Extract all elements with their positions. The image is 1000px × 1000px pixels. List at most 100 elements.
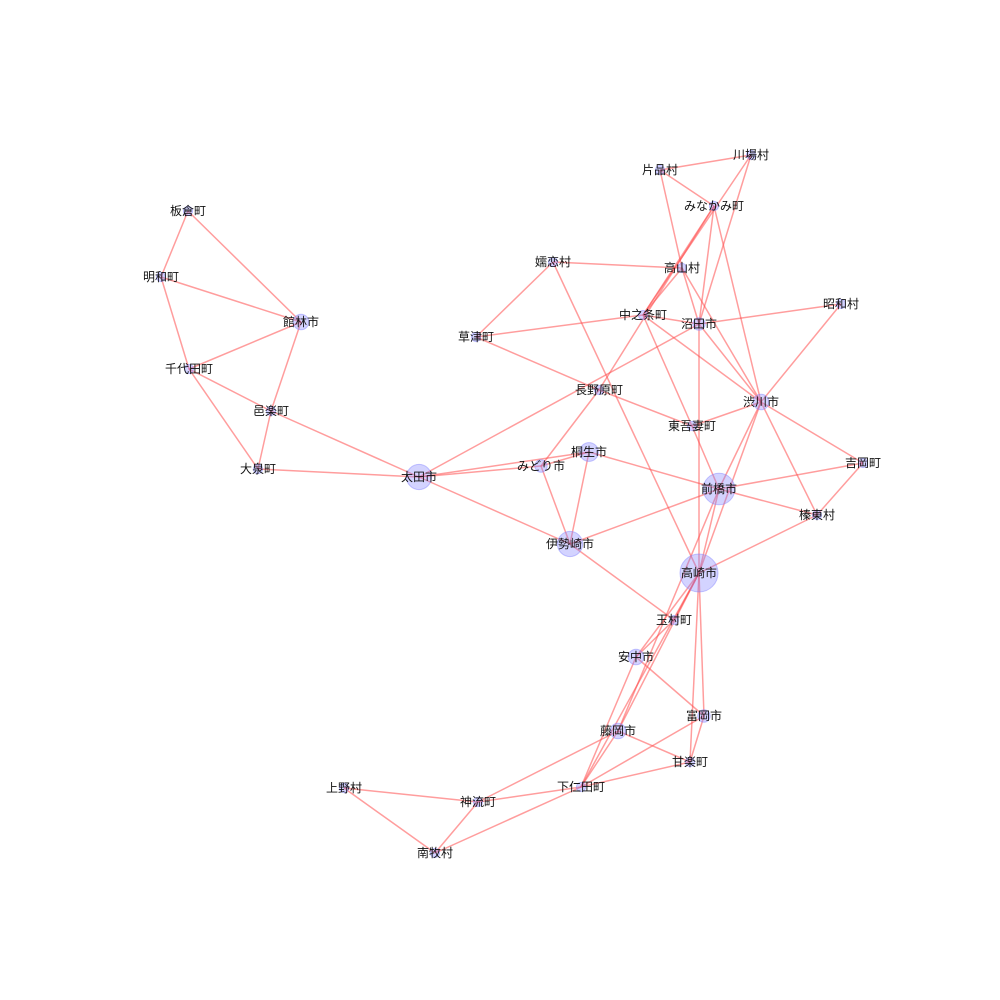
edge-katashina-minakami <box>659 169 715 207</box>
node-showa <box>835 298 847 310</box>
edge-takasaki-shinto <box>698 514 818 574</box>
node-minakami <box>708 200 720 212</box>
node-label-showa: 昭和村 <box>823 297 859 311</box>
node-label-fujioka: 藤岡市 <box>600 723 636 738</box>
edge-maebashi-yoshioka <box>718 462 864 490</box>
edge-naganohara-higashiagatsuma <box>598 389 693 427</box>
node-yoshioka <box>857 457 869 469</box>
node-label-midori: みどり市 <box>517 458 565 473</box>
edge-itakura-meiwa <box>160 210 189 278</box>
edge-ueno-kanna <box>343 787 479 803</box>
node-label-minakami: みなかみ町 <box>684 199 744 213</box>
node-label-nanmoku: 南牧村 <box>417 845 453 860</box>
edge-shibukawa-yoshioka <box>760 401 864 464</box>
edge-chiyoda-oizumi <box>188 368 259 470</box>
edge-layer <box>160 154 864 854</box>
edge-tatebayashi-ora <box>270 321 302 412</box>
edge-takayama-nakanojo <box>642 267 683 316</box>
edge-ota-isesaki <box>418 476 571 545</box>
edge-shibukawa-takayama <box>681 267 762 403</box>
node-label-shibukawa: 渋川市 <box>743 394 779 409</box>
node-label-takayama: 高山村 <box>664 260 700 275</box>
node-label-kanna: 神流町 <box>460 795 496 809</box>
edge-ora-oizumi <box>257 410 272 470</box>
node-kusatsu <box>470 331 482 343</box>
edge-meiwa-tatebayashi <box>160 276 302 323</box>
edge-isesaki-maebashi <box>569 488 720 545</box>
edge-numata-kawaba <box>698 154 752 325</box>
node-label-oizumi: 大泉町 <box>240 462 276 476</box>
edge-ota-midori <box>418 465 542 478</box>
edge-kusatsu-nakanojo <box>475 314 644 338</box>
edge-oizumi-ota <box>257 468 420 478</box>
node-kawaba <box>745 149 757 161</box>
edge-meiwa-chiyoda <box>160 276 190 370</box>
node-label-annaka: 安中市 <box>618 649 654 664</box>
edge-kusatsu-naganohara <box>475 336 600 391</box>
edge-fujioka-kanra <box>617 730 691 763</box>
edge-maebashi-higashiagatsuma <box>691 425 720 490</box>
node-label-ora: 邑楽町 <box>253 404 289 418</box>
node-label-katashina: 片品村 <box>642 163 678 177</box>
edge-maebashi-shinto <box>718 488 818 516</box>
edge-fujioka-shimonita <box>580 730 619 788</box>
node-label-kanra: 甘楽町 <box>672 755 708 769</box>
node-isesaki <box>556 530 584 558</box>
node-shinto <box>811 509 823 521</box>
node-label-yoshioka: 吉岡町 <box>845 456 881 470</box>
edge-takasaki-annaka <box>635 572 700 658</box>
edge-numata-minakami <box>698 205 715 325</box>
node-label-kiryu: 桐生市 <box>571 444 607 459</box>
node-meiwa <box>155 271 167 283</box>
node-oizumi <box>252 463 264 475</box>
node-label-shinto: 榛東村 <box>799 508 835 522</box>
edge-tamamura-annaka <box>635 619 675 658</box>
edge-midori-isesaki <box>540 465 571 545</box>
node-ota <box>405 463 433 491</box>
node-takayama <box>676 262 688 274</box>
edge-numata-takayama <box>681 267 700 325</box>
edge-tsumagoi-takasaki <box>552 261 700 574</box>
edge-tsumagoi-takayama <box>552 261 683 269</box>
edge-takasaki-shimonita <box>580 572 700 788</box>
edge-chiyoda-ora <box>188 368 272 412</box>
node-label-tsumagoi: 嬬恋村 <box>535 254 571 269</box>
node-tatebayashi <box>292 313 310 331</box>
node-label-kawaba: 川場村 <box>733 148 769 162</box>
node-kanna <box>472 796 484 808</box>
edge-tomioka-shimonita <box>580 715 705 788</box>
node-shimonita <box>575 781 587 793</box>
edge-kiryu-maebashi <box>588 451 720 490</box>
edge-maebashi-shibukawa <box>718 401 762 490</box>
edge-shibukawa-numata <box>698 323 762 403</box>
edge-kanra-shimonita <box>580 761 691 788</box>
node-label-naganohara: 長野原町 <box>575 383 623 397</box>
node-maebashi <box>702 472 736 506</box>
node-label-meiwa: 明和町 <box>143 270 179 284</box>
node-label-numata: 沼田市 <box>681 316 717 331</box>
edge-yoshioka-shinto <box>816 462 864 516</box>
node-label-ueno: 上野村 <box>326 781 362 795</box>
edge-tsumagoi-kusatsu <box>475 261 554 338</box>
edge-katashina-kawaba <box>659 154 752 171</box>
node-kiryu <box>579 442 599 462</box>
node-label-tomioka: 富岡市 <box>686 708 722 723</box>
edge-nakanojo-higashiagatsuma <box>642 314 693 427</box>
node-label-chiyoda: 千代田町 <box>165 362 213 376</box>
edge-ora-ota <box>270 410 420 478</box>
node-katashina <box>654 164 666 176</box>
node-itakura <box>182 205 194 217</box>
edge-isesaki-tamamura <box>569 543 675 621</box>
edge-annaka-tomioka <box>635 656 705 717</box>
edge-fujioka-kanna <box>477 730 619 803</box>
edge-itakura-tatebayashi <box>187 210 302 323</box>
node-label-isesaki: 伊勢崎市 <box>546 536 594 551</box>
node-label-higashiagatsuma: 東吾妻町 <box>668 419 716 433</box>
node-higashiagatsuma <box>686 420 698 432</box>
edge-takasaki-tomioka <box>698 572 705 717</box>
node-ueno <box>338 782 350 794</box>
node-naganohara <box>593 384 605 396</box>
node-nanmoku <box>429 847 441 859</box>
edge-annaka-shimonita <box>580 656 637 788</box>
node-label-takasaki: 高崎市 <box>681 565 717 580</box>
